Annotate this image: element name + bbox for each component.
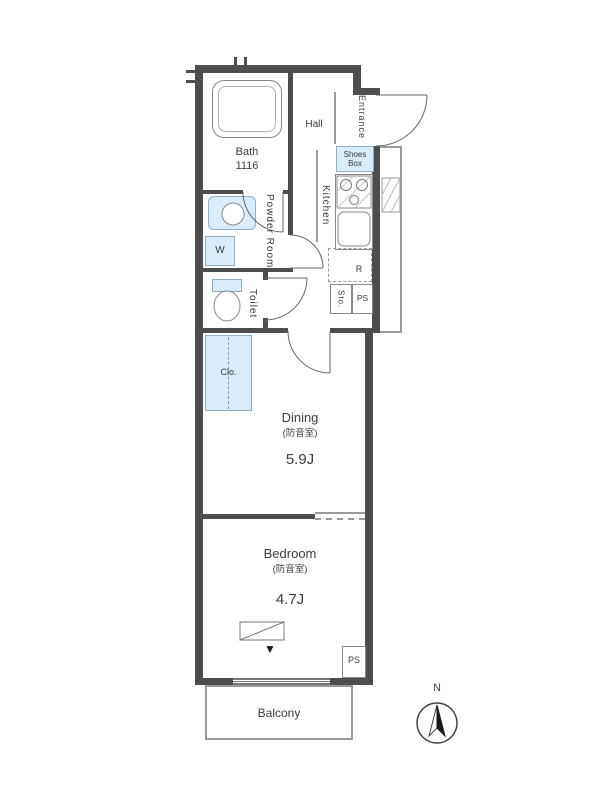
wall-exterior-right-lower xyxy=(365,328,373,685)
balcony-label: Balcony xyxy=(257,705,301,720)
wall-toilet-right xyxy=(263,272,268,280)
entrance-door-arc xyxy=(375,94,428,147)
toilet-door-arc xyxy=(264,277,308,321)
storage-label: Sto. xyxy=(336,289,346,309)
room-label-kitchen: Kitchen xyxy=(319,184,331,226)
compass-icon xyxy=(416,702,458,744)
washer-space xyxy=(205,236,235,266)
room-label-toilet: Toilet xyxy=(246,289,258,319)
wall-bath-bottom xyxy=(203,190,243,194)
room-label-bedroom: Bedroom xyxy=(263,545,317,561)
shoes-box xyxy=(336,146,374,172)
kitchen-divider-line xyxy=(316,150,318,242)
wall-exterior-top xyxy=(195,65,361,73)
refrigerator-space xyxy=(328,248,372,282)
wall-toilet-right xyxy=(263,318,268,333)
washer-label: W xyxy=(215,245,225,257)
room-label-powder-room: Powder Room xyxy=(263,193,275,269)
bedroom-note-label: (防音室) xyxy=(272,564,308,576)
closet-label: Clo. xyxy=(220,367,237,378)
exterior-reference-line xyxy=(400,146,402,333)
storage-box xyxy=(330,284,352,314)
wall-entrance-top xyxy=(353,88,380,95)
sliding-door-dashed xyxy=(315,518,365,520)
sliding-door-track xyxy=(315,512,365,514)
wall-bath-bottom xyxy=(283,190,293,194)
washbasin-icon xyxy=(208,196,256,230)
wall-stub xyxy=(186,80,195,83)
wall-dining-bedroom xyxy=(203,514,315,519)
wall-bath-zone-right xyxy=(288,73,293,235)
balcony xyxy=(205,685,353,740)
dining-door-arc xyxy=(287,330,331,374)
wall-exterior-bottom-right xyxy=(330,678,373,685)
opening-direction-icon: ▼ xyxy=(264,642,276,657)
wall-exterior-right-upper xyxy=(372,146,380,333)
pipe-space-lower-label: PS xyxy=(347,655,360,666)
shoes-box-label-line1: Shoes xyxy=(343,149,367,159)
piano-icon xyxy=(239,621,285,641)
meter-box-icon xyxy=(381,177,401,213)
dining-size-label: 5.9J xyxy=(285,451,315,469)
wall-stub xyxy=(186,70,195,73)
shoes-box-label: Shoes Box xyxy=(336,146,374,172)
exterior-reference-line xyxy=(380,146,400,148)
bedroom-size-label: 4.7J xyxy=(275,591,305,609)
room-label-entrance: Entrance xyxy=(357,94,368,140)
wall-stub xyxy=(244,57,247,66)
kitchen-counter xyxy=(335,174,373,250)
pipe-space-upper xyxy=(352,284,373,314)
bath-size-label: 1116 xyxy=(235,160,259,173)
closet-rail-icon xyxy=(228,337,229,409)
wall-exterior-bottom-left xyxy=(195,678,233,685)
pipe-space-upper-label: PS xyxy=(356,293,369,304)
shoes-box-label-line2: Box xyxy=(348,159,362,168)
wall-entrance-step xyxy=(353,65,361,95)
entry-step-line xyxy=(334,92,336,144)
dining-note-label: (防音室) xyxy=(282,428,318,440)
wall-stub xyxy=(234,57,237,66)
room-label-bath: Bath xyxy=(235,146,259,159)
toilet-tank-icon xyxy=(212,279,242,292)
room-label-hall: Hall xyxy=(305,118,323,130)
wall-dining-top xyxy=(203,328,288,333)
room-label-dining: Dining xyxy=(281,409,319,425)
wall-dining-top xyxy=(330,328,380,333)
wall-powder-bottom xyxy=(203,268,293,272)
compass-north-label: N xyxy=(433,682,441,695)
refrigerator-label: R xyxy=(355,263,363,274)
toilet-bowl-icon xyxy=(213,290,241,322)
exterior-reference-line xyxy=(380,331,400,333)
bedroom-window xyxy=(233,678,330,685)
wall-exterior-left xyxy=(195,65,203,685)
pipe-space-lower xyxy=(342,646,366,678)
bathtub-inner-icon xyxy=(218,86,276,132)
